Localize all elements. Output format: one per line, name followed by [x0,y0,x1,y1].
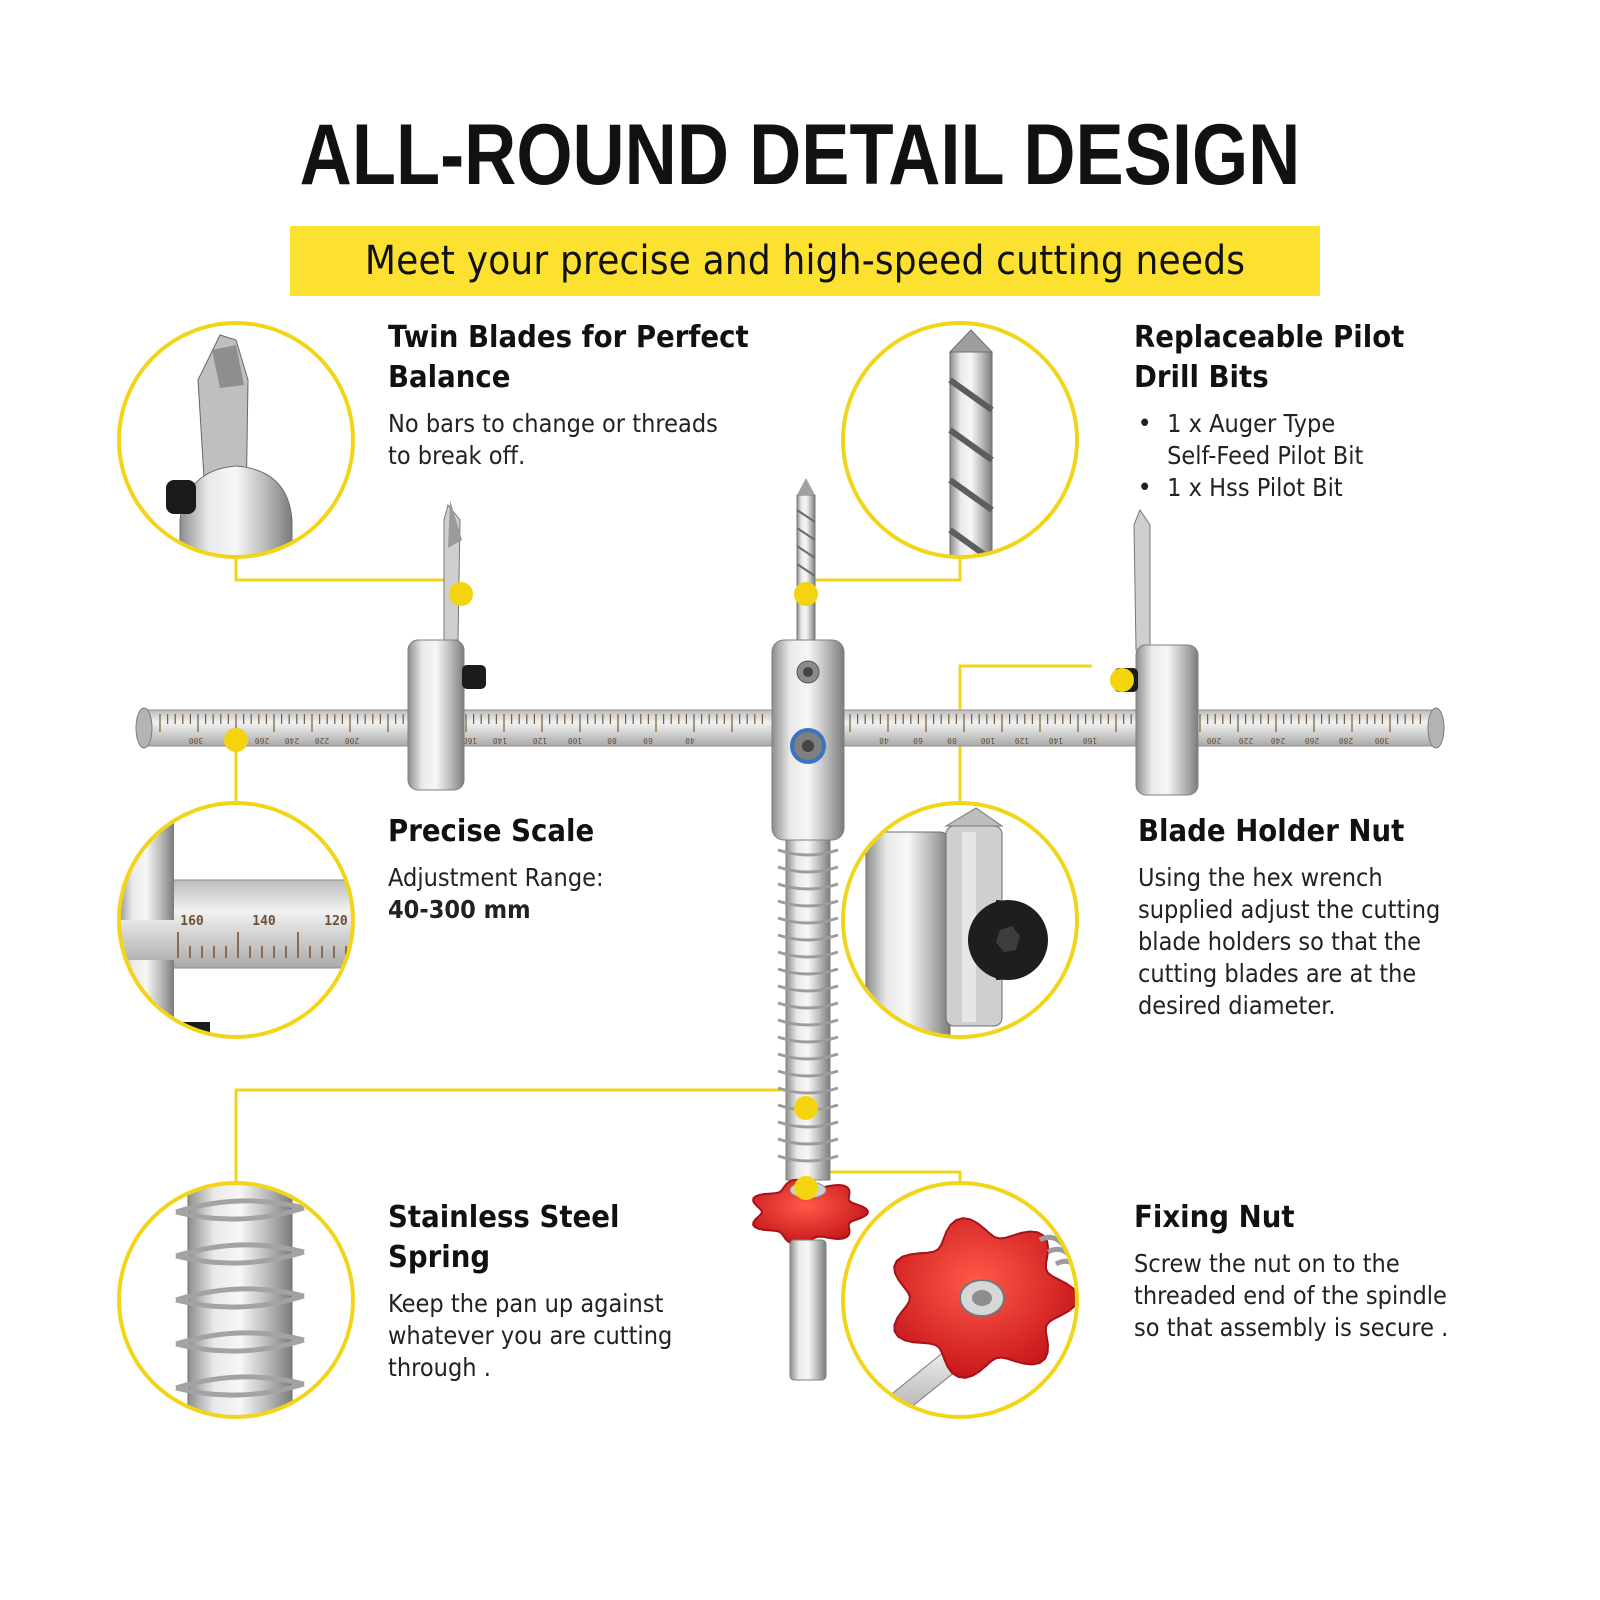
feature-description: Screw the nut on to the threaded end of … [1134,1249,1449,1342]
ruler-label: 200 [1207,736,1222,745]
spring-coil [777,1086,839,1095]
ruler-label: 80 [947,736,957,745]
callout-circle-pilot-drill [841,321,1079,559]
feature-blade-holder-nut: Blade Holder Nut Using the hex wrench su… [1138,812,1467,1022]
feature-description: Adjustment Range: 40-300 mm [388,863,604,924]
spring-coil [777,967,839,976]
feature-twin-blades: Twin Blades for Perfect Balance No bars … [388,318,780,472]
left-blade-holder [407,500,486,791]
spring-coil [777,865,839,874]
ruler-label: 60 [913,736,923,745]
spring-coil [777,1154,839,1163]
spring-coil [777,1018,839,1027]
feature-title: Fixing Nut [1134,1200,1295,1235]
ruler-label: 260 [1305,736,1320,745]
ruler-label: 100 [981,736,996,745]
spring-coil [777,1035,839,1044]
ruler-label: 140 [493,736,508,745]
ruler-label: 300 [189,736,204,745]
spring-coil [777,916,839,925]
ruler-label: 160 [463,736,478,745]
feature-description: Keep the pan up against whatever you are… [388,1289,673,1382]
feature-title: Stainless Steel Spring [388,1200,620,1275]
feature-bullets: 1 x Auger Type Self-Feed Pilot Bit 1 x H… [1134,408,1404,504]
bullet-item: 1 x Auger Type Self-Feed Pilot Bit [1134,408,1404,472]
ruler-label: 120 [1015,736,1030,745]
ruler-label: 200 [345,736,360,745]
spring-coil [175,1330,305,1354]
feature-precise-scale: Precise Scale Adjustment Range: 40-300 m… [388,812,622,926]
spring-coil [777,984,839,993]
subtitle-text: Meet your precise and high-speed cutting… [364,238,1246,284]
zoom-label: 120 [324,914,348,929]
callout-circle-holder-nut [841,801,1079,1039]
subtitle-banner: Meet your precise and high-speed cutting… [290,226,1320,296]
ruler-label: 240 [1271,736,1286,745]
spring-coil [777,933,839,942]
ruler-label: 260 [255,736,270,745]
ruler-label: 120 [533,736,548,745]
feature-title: Precise Scale [388,814,595,849]
spring-coil [777,950,839,959]
right-blade-holder [1114,508,1199,796]
ruler-label: 220 [315,736,330,745]
callout-circle-twin-blades [117,321,355,559]
feature-description: No bars to change or threads to break of… [388,409,718,470]
scale-range: 40-300 mm [388,895,531,924]
spring-coil [175,1198,305,1222]
ruler-label: 40 [685,736,695,745]
spring-coil [777,1137,839,1146]
spring-coil [175,1286,305,1310]
spring-coil [777,848,839,857]
ruler-label: 280 [1339,736,1354,745]
ruler-label: 60 [643,736,653,745]
feature-title: Twin Blades for Perfect Balance [388,320,749,395]
ruler-label: 40 [879,736,889,745]
callout-dots [224,582,1134,1200]
spring-coil [175,1242,305,1266]
ruler-label: 160 [1083,736,1098,745]
feature-pilot-bits: Replaceable Pilot Drill Bits 1 x Auger T… [1134,318,1428,504]
ruler-label: 100 [568,736,583,745]
bullet-item: 1 x Hss Pilot Bit [1134,472,1404,504]
feature-title: Replaceable Pilot Drill Bits [1134,320,1405,395]
spring-coil [777,899,839,908]
spring-coil [777,1120,839,1129]
spring-coil [777,882,839,891]
ruler-label: 140 [1049,736,1064,745]
feature-fixing-nut: Fixing Nut Screw the nut on to the threa… [1134,1198,1476,1344]
spring-coil [777,1069,839,1078]
ruler-label: 80 [607,736,617,745]
feature-title: Blade Holder Nut [1138,814,1405,849]
spring-coil [176,1421,304,1439]
callout-circle-spring [117,1181,355,1439]
ruler-label: 240 [285,736,300,745]
feature-spring: Stainless Steel Spring Keep the pan up a… [388,1198,697,1384]
callout-circle-fixing-nut [841,1181,1079,1419]
ruler-label: 300 [1375,736,1390,745]
callout-circle-scale: 160 140 120 [117,801,355,1039]
feature-description: Using the hex wrench supplied adjust the… [1138,863,1441,1020]
spring-coil [175,1374,305,1398]
zoom-label: 140 [252,914,276,929]
spring-coil [777,1052,839,1061]
spring-coil [777,1001,839,1010]
zoom-label: 160 [180,914,204,929]
ruler-label: 220 [1239,736,1254,745]
page-title: ALL-ROUND DETAIL DESIGN [299,107,1301,203]
